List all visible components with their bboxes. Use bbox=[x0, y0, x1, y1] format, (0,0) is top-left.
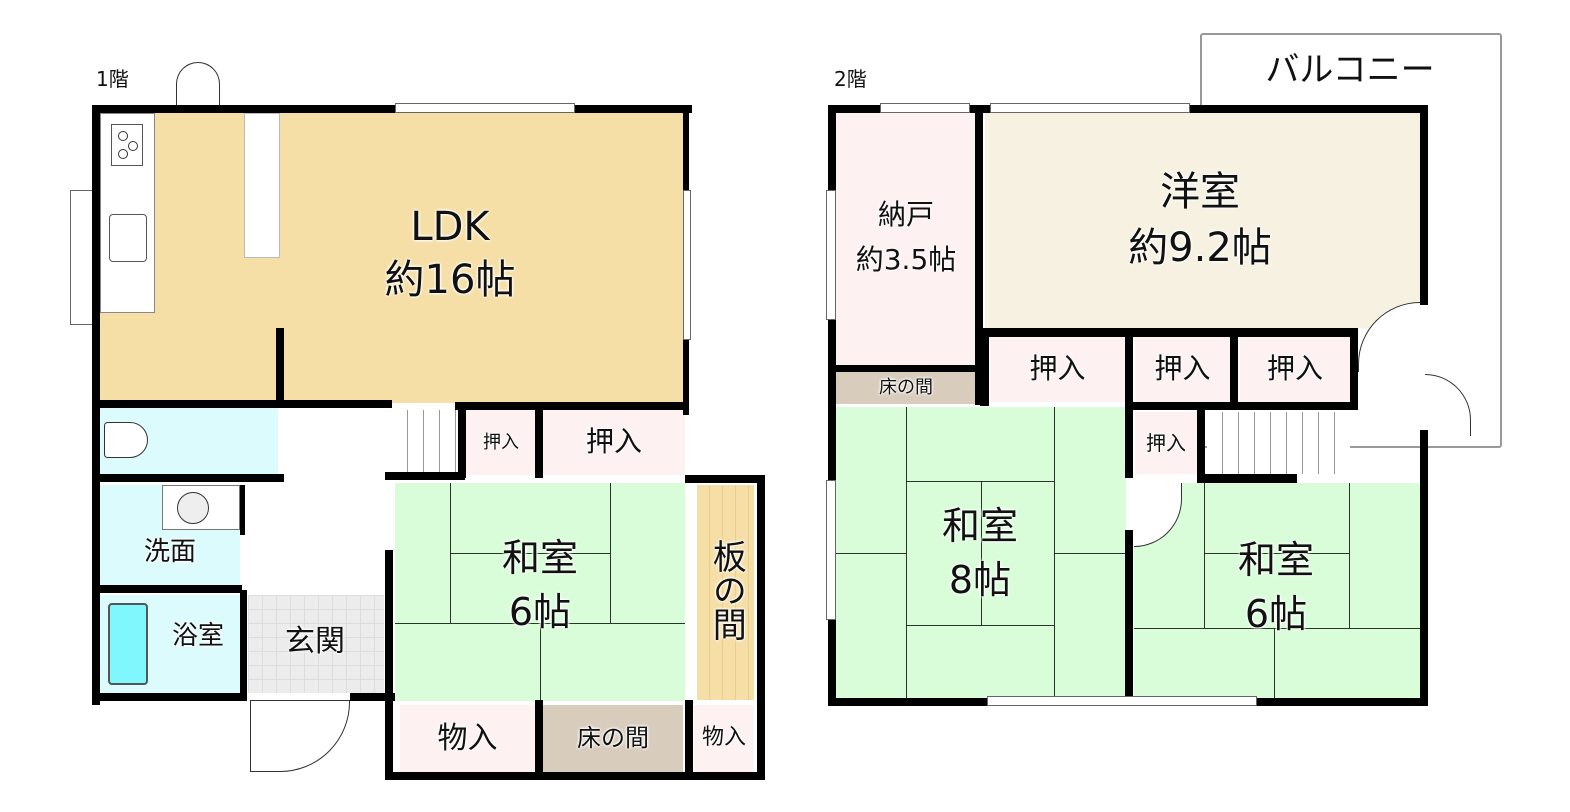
washbasin-icon bbox=[162, 485, 240, 530]
ldk-name: LDK bbox=[410, 204, 490, 250]
washitsu-6-2f-size: 6帖 bbox=[1244, 592, 1308, 636]
closet-2f-1-label: 押入 bbox=[1029, 352, 1086, 386]
room-entrance bbox=[248, 595, 384, 693]
closet-small-label: 押入 bbox=[483, 431, 519, 453]
entrance-label: 玄関 bbox=[285, 624, 345, 659]
balcony-label: バルコニー bbox=[1265, 50, 1435, 90]
room-closet-2f-4 bbox=[1135, 412, 1197, 474]
closet-2f-4-label: 押入 bbox=[1146, 431, 1186, 455]
back-door-icon[interactable] bbox=[176, 62, 220, 106]
itanoma-label: 板の間 bbox=[706, 539, 747, 641]
room-washroom bbox=[100, 485, 240, 585]
bathtub-icon bbox=[108, 603, 148, 685]
floor1-label: 1階 bbox=[96, 67, 129, 91]
counter bbox=[244, 113, 280, 258]
room-bath bbox=[100, 595, 240, 693]
sink-icon bbox=[109, 214, 147, 262]
room-closet-2f-1 bbox=[990, 337, 1125, 402]
washitsu-6-2f-name: 和室 bbox=[1237, 538, 1314, 582]
room-yoshitsu bbox=[985, 113, 1420, 328]
washroom-label: 洗面 bbox=[143, 537, 196, 567]
storage-right-label: 物入 bbox=[701, 725, 746, 751]
toilet-icon bbox=[104, 422, 148, 458]
yoshitsu-name: 洋室 bbox=[1160, 169, 1240, 215]
room-closet-2f-2 bbox=[1135, 337, 1230, 402]
stairs[interactable] bbox=[392, 410, 458, 472]
floor2-label: 2階 bbox=[834, 67, 867, 91]
room-washitsu-6-2f bbox=[1134, 483, 1420, 699]
washitsu-8-name: 和室 bbox=[941, 504, 1018, 548]
closet-label: 押入 bbox=[585, 425, 642, 459]
room-tokonoma bbox=[543, 705, 683, 772]
tokonoma-2f-label: 床の間 bbox=[879, 377, 933, 399]
bath-label: 浴室 bbox=[171, 621, 224, 651]
stairs-2f[interactable] bbox=[1207, 412, 1350, 474]
room-nando bbox=[836, 113, 976, 365]
room-closet-small bbox=[466, 410, 536, 475]
room-storage-right bbox=[694, 705, 754, 772]
window bbox=[70, 190, 94, 325]
closet-2f-2-label: 押入 bbox=[1154, 352, 1211, 386]
washitsu-6-size: 6帖 bbox=[508, 590, 572, 634]
closet-2f-3-label: 押入 bbox=[1266, 352, 1323, 386]
ldk-size: 約16帖 bbox=[384, 257, 516, 303]
room-ldk bbox=[100, 113, 688, 403]
storage-left-label: 物入 bbox=[437, 721, 498, 756]
kitchen-counter bbox=[100, 113, 155, 313]
room-washitsu-8 bbox=[836, 407, 1126, 699]
front-door-icon[interactable] bbox=[250, 700, 350, 772]
room-tokonoma-2f bbox=[836, 372, 976, 404]
nando-name: 納戸 bbox=[877, 198, 934, 231]
yoshitsu-size: 約9.2帖 bbox=[1128, 225, 1272, 271]
stove-icon bbox=[111, 124, 143, 166]
room-closet bbox=[543, 410, 685, 475]
nando-size: 約3.5帖 bbox=[855, 243, 957, 276]
room-washitsu-6 bbox=[395, 483, 685, 701]
tokonoma-label: 床の間 bbox=[577, 724, 649, 753]
washitsu-8-size: 8帖 bbox=[948, 558, 1012, 602]
room-storage-left bbox=[400, 705, 535, 772]
room-closet-2f-3 bbox=[1240, 337, 1350, 402]
washitsu-6-name: 和室 bbox=[501, 536, 578, 580]
room-itanoma bbox=[697, 485, 754, 700]
room-toilet bbox=[100, 408, 278, 474]
